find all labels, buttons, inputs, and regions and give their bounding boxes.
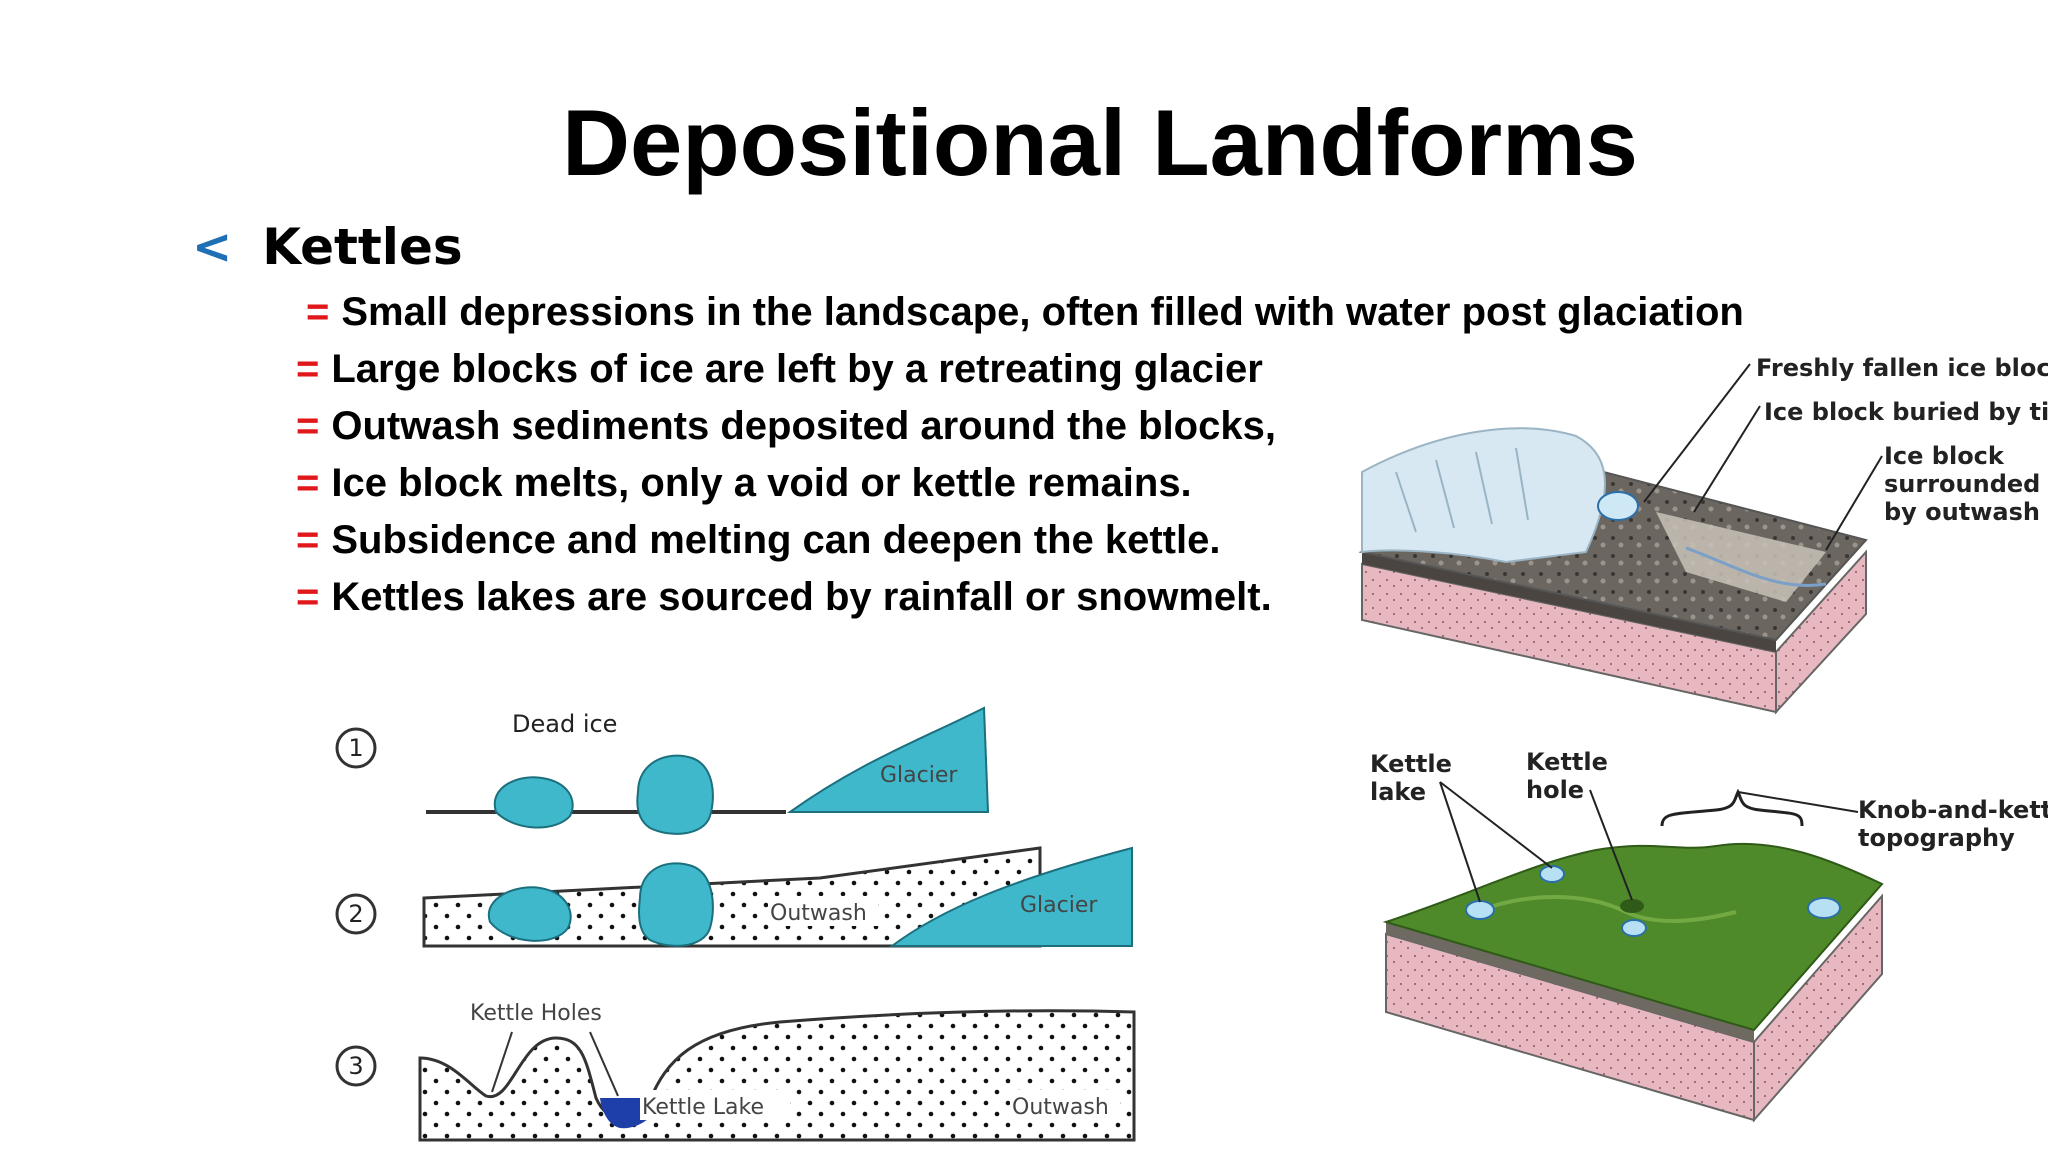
stage-2: 2 Glacier Outwash <box>335 846 1133 948</box>
point-marker: = <box>306 290 330 334</box>
bullet-heading: < Kettles <box>192 218 463 276</box>
buried-ice-block-1 <box>487 886 572 942</box>
kettle-lake-pond-3 <box>1621 919 1647 937</box>
kettle-lake-pond-4 <box>1807 897 1841 919</box>
outwash-layer-3 <box>418 1009 1136 1142</box>
label-kettle-hole-1: Kettle <box>1526 748 1608 776</box>
stage-number-3: 3 <box>348 1052 363 1080</box>
label-kettle-hole-2: hole <box>1526 776 1584 804</box>
label-glacier-1: Glacier <box>880 763 958 788</box>
point-2: =Large blocks of ice are left by a retre… <box>296 347 1263 392</box>
point-text: Subsidence and melting can deepen the ke… <box>331 518 1221 562</box>
label-glacier-2: Glacier <box>1020 893 1098 918</box>
buried-ice-block-2 <box>638 862 714 947</box>
dead-ice-block-1 <box>493 776 574 829</box>
point-5: =Subsidence and melting can deepen the k… <box>296 518 1220 563</box>
label-kettle-lake-2: lake <box>1370 778 1426 806</box>
label-freshly-fallen-ice: Freshly fallen ice block <box>1756 354 2048 382</box>
point-text: Large blocks of ice are left by a retrea… <box>331 347 1263 391</box>
point-1: =Small depressions in the landscape, oft… <box>306 290 1744 335</box>
label-knob-kettle-1: Knob-and-kettle <box>1858 796 2048 824</box>
point-marker: = <box>296 404 320 448</box>
point-6: =Kettles lakes are sourced by rainfall o… <box>296 575 1272 620</box>
stage-1: 1 Dead ice Glacier <box>335 706 990 835</box>
point-marker: = <box>296 461 320 505</box>
bullet-arrow-icon: < <box>192 219 233 275</box>
slide-title: Depositional Landforms <box>562 90 1638 195</box>
point-3: =Outwash sediments deposited around the … <box>296 404 1276 449</box>
point-text: Small depressions in the landscape, ofte… <box>341 290 1744 334</box>
kettle-lake-pond-2 <box>1539 865 1565 883</box>
label-kettle-holes: Kettle Holes <box>470 1001 602 1026</box>
label-kettle-lake: Kettle Lake <box>642 1095 764 1120</box>
glacier-2 <box>888 846 1133 947</box>
stage-3: 3 Kettle Holes Kettle Lake Outwash <box>335 1001 1136 1142</box>
glacier-1 <box>786 706 990 813</box>
kettle-stage-diagram: 1 Dead ice Glacier 2 Glacier Outwash 3 K… <box>335 706 1136 1142</box>
stage-number-1: 1 <box>348 734 363 762</box>
point-text: Outwash sediments deposited around the b… <box>331 404 1276 448</box>
label-ice-buried-till: Ice block buried by till <box>1764 398 2048 426</box>
label-knob-kettle-2: topography <box>1858 824 2015 852</box>
point-marker: = <box>296 347 320 391</box>
label-ice-surrounded-2: surrounded <box>1884 470 2040 498</box>
point-marker: = <box>296 575 320 619</box>
stage-number-circle <box>335 727 377 769</box>
kettle-lake-pond-1 <box>1465 900 1495 920</box>
kettle-hole <box>1620 899 1644 913</box>
point-4: =Ice block melts, only a void or kettle … <box>296 461 1192 506</box>
stage-number-2: 2 <box>348 900 363 928</box>
point-text: Ice block melts, only a void or kettle r… <box>331 461 1192 505</box>
label-outwash-2: Outwash <box>770 901 867 926</box>
heading-kettles: Kettles <box>262 218 463 276</box>
stage-number-circle <box>335 1045 377 1087</box>
label-dead-ice: Dead ice <box>512 710 617 738</box>
dead-ice-block-2 <box>636 754 714 835</box>
label-kettle-lake-1: Kettle <box>1370 750 1452 778</box>
label-outwash-3: Outwash <box>1012 1095 1109 1120</box>
point-marker: = <box>296 518 320 562</box>
label-ice-surrounded-3: by outwash <box>1884 498 2040 526</box>
point-text: Kettles lakes are sourced by rainfall or… <box>331 575 1272 619</box>
stage-number-circle <box>335 893 377 935</box>
label-ice-surrounded-1: Ice block <box>1884 442 2005 470</box>
ice-block-diagram: Freshly fallen ice block Ice block burie… <box>1358 354 2048 715</box>
knob-kettle-diagram: Kettle lake Kettle hole Knob-and-kettle … <box>1370 748 2048 1123</box>
